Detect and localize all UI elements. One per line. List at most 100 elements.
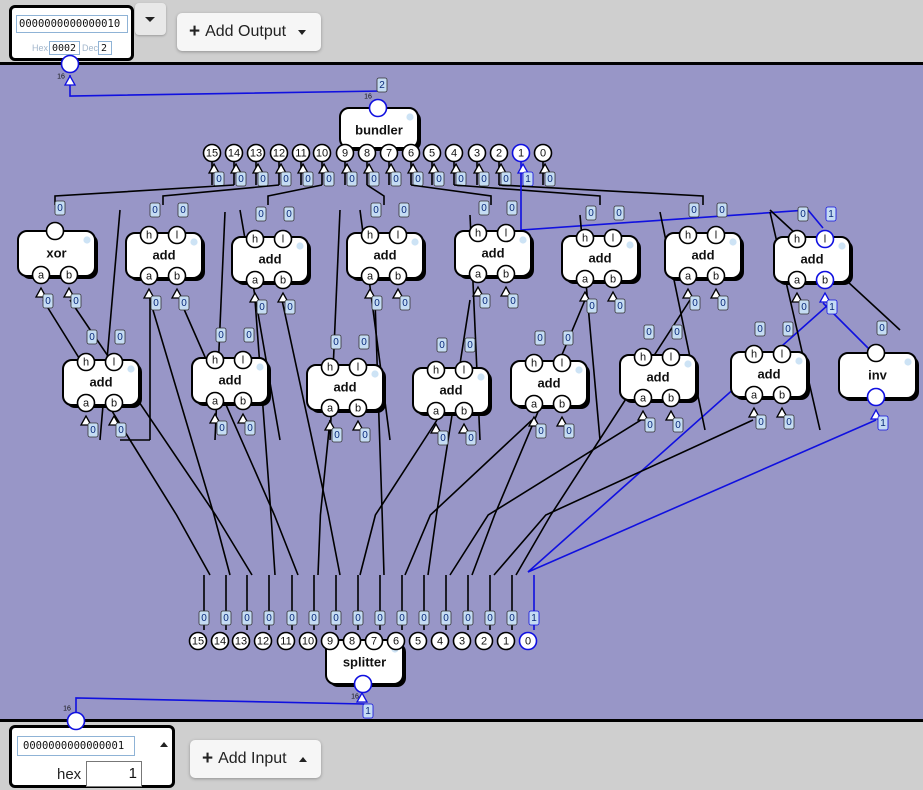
adder-upper-6-h-pin (787, 229, 807, 249)
bundler-in-value (390, 171, 402, 187)
adder-lower-3-l-value (464, 337, 476, 353)
active-inv-wire (527, 419, 877, 573)
splitter-bit-pin-label: 13 (235, 636, 247, 648)
adder-upper-4-l-value-value: 0 (616, 208, 622, 219)
inv-input-value-value: 1 (880, 418, 886, 429)
adder-lower-6-l-value-value: 0 (785, 324, 791, 335)
splitter-out-value-value: 0 (443, 613, 449, 624)
adder-upper-4-a-arrow (578, 290, 592, 302)
splitter-input-value (362, 703, 374, 719)
add-output-button[interactable]: + Add Output (177, 13, 321, 51)
adder-upper-4-b-value-value: 0 (617, 301, 623, 312)
adder-upper-2-b-value-value: 0 (402, 298, 408, 309)
bundler-bit-pin (401, 143, 421, 163)
adder-upper-5-h-pin (678, 225, 698, 245)
input-spinner[interactable] (158, 736, 170, 754)
adder-upper-6-l-pin-label: l (824, 234, 826, 246)
splitter-route-wire (317, 419, 331, 576)
adder-upper-5-a-value-value: 0 (692, 298, 698, 309)
info-icon (838, 242, 846, 250)
adder-upper-0-b-value (178, 295, 190, 311)
bundler-in-value (368, 171, 380, 187)
splitter-bit-pin (408, 631, 428, 651)
splitter-bit-pin-label: 4 (437, 636, 443, 648)
adder-lower-5-h-value (643, 324, 655, 340)
adder-lower-1-b-pin-label: b (240, 396, 246, 408)
adder-lower-1-b-arrow (236, 412, 250, 424)
adder-lower-6-h-value-value: 0 (757, 324, 763, 335)
adder-upper-0-b-arrow (170, 287, 184, 299)
inv-input-value (877, 415, 889, 431)
adder-lower-4-l-value-value: 0 (565, 333, 571, 344)
adder-lower-4-a-pin (524, 394, 544, 414)
chevron-down-icon (298, 29, 307, 35)
bundler-in-value-value: 0 (283, 174, 289, 185)
adder-lower-6-l-pin (772, 344, 792, 364)
splitter-bit-pin-label: 6 (393, 636, 399, 648)
splitter-out-value-value: 1 (531, 613, 537, 624)
adder-lower-0-l-value-value: 0 (117, 332, 123, 343)
xor-a-value-value: 0 (45, 296, 51, 307)
adder-lower-5-a-arrow (636, 409, 650, 421)
carry-wire (366, 184, 385, 205)
splitter-out-value (263, 610, 275, 626)
output-toolbar: 0000000000000010 Hex 0002 Dec 2 + Add Ou… (0, 0, 923, 62)
adder-lower-6-a-value-value: 0 (758, 417, 764, 428)
bundler-in-value-value: 0 (326, 174, 332, 185)
output-hex-label: Hex (32, 43, 49, 53)
splitter-out-value (528, 610, 540, 626)
adder-lower-1-b-value-value: 0 (247, 423, 253, 434)
output-display[interactable]: 0000000000000010 Hex 0002 Dec 2 (9, 5, 134, 61)
adder-lower-4-h-pin (524, 353, 544, 373)
add-output-label: Add Output (205, 23, 287, 40)
adder-lower-0-l-pin (104, 352, 124, 372)
adder-upper-6-a-value-value: 0 (801, 302, 807, 313)
splitter-out-value-value: 0 (377, 613, 383, 624)
adder-upper-5-a-pin (678, 266, 698, 286)
adder-lower-1-a-pin (205, 391, 225, 411)
adder-lower-6-h-pin (744, 344, 764, 364)
bundler-in-value-value: 0 (216, 174, 222, 185)
bundler-bit-pin-label: 15 (206, 148, 218, 160)
input-hex-field[interactable]: 1 (86, 761, 142, 787)
adder-lower-3-h-pin-label: h (433, 365, 439, 377)
splitter-bit-pin-label: 2 (481, 636, 487, 648)
splitter-input-value-value: 1 (365, 706, 371, 717)
adder-upper-5-l-pin (706, 225, 726, 245)
adder-lower-6-a-pin-label: a (751, 390, 758, 402)
bundler-bit-pin-label: 12 (273, 148, 285, 160)
bundler-in-value (280, 171, 292, 187)
adder-lower-3-h-value (436, 337, 448, 353)
adder-lower-3-b-value (465, 430, 477, 446)
adder-lower-4-a-pin-label: a (531, 399, 538, 411)
adder-lower-4-b-value (563, 423, 575, 439)
adder-lower-5-h-pin (633, 347, 653, 367)
info-icon (904, 358, 912, 366)
splitter-bit-pin (298, 631, 318, 651)
adder-upper-4-h-pin-label: h (582, 233, 588, 245)
splitter-route-wire (493, 419, 754, 576)
adder-lower-4-b-value-value: 0 (566, 426, 572, 437)
input-control[interactable]: 0000000000000001 hex 1 (9, 725, 175, 788)
adder-upper-1 (231, 236, 309, 283)
adder-lower-1-l-value-value: 0 (246, 330, 252, 341)
adder-lower-2-b-pin (348, 398, 368, 418)
splitter-bit-pin (231, 631, 251, 651)
add-input-button[interactable]: + Add Input (190, 740, 321, 778)
carry-wire (453, 184, 601, 205)
adder-upper-3-a-value-value: 0 (482, 296, 488, 307)
adder-upper-3-a-arrow (471, 285, 485, 297)
adder-upper-6-b-value-value: 1 (829, 302, 835, 313)
bundler-in-value (235, 171, 247, 187)
adder-lower-6-b-pin (772, 385, 792, 405)
bundler-output-value-value: 2 (379, 80, 385, 91)
splitter-bit-pin-label: 12 (257, 636, 269, 648)
splitter-bit-pin (276, 631, 296, 651)
carry-wire (54, 184, 235, 205)
output-dropdown-toggle[interactable] (135, 3, 166, 35)
adder-lower-0-b-pin-label: b (111, 398, 117, 410)
adder-lower-2-a-value-value: 0 (334, 430, 340, 441)
adder-lower-0-l-pin-label: l (113, 357, 115, 369)
adder-upper-3-b-value (507, 293, 519, 309)
splitter-out-value (484, 610, 496, 626)
